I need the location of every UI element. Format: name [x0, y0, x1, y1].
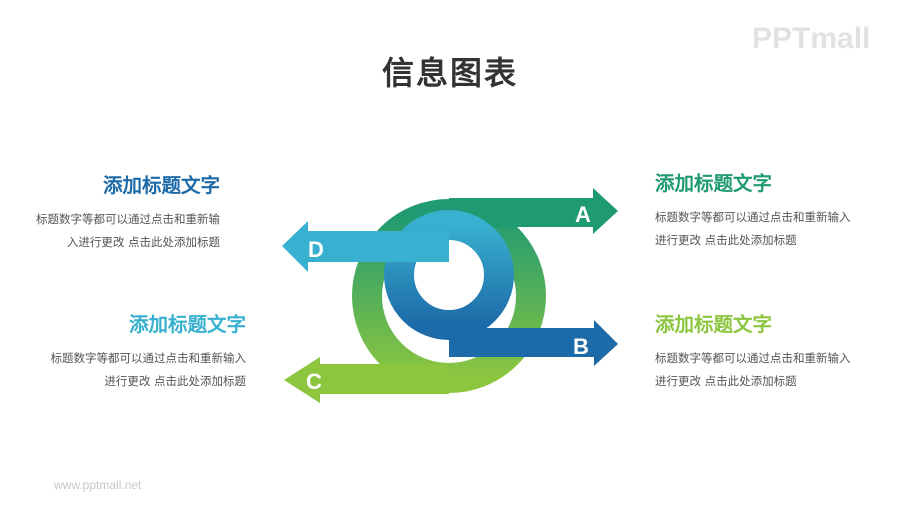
arrow-a-letter: A: [575, 202, 591, 227]
text-block-a: 添加标题文字 标题数字等都可以通过点击和重新输入 进行更改 点击此处添加标题: [655, 172, 885, 252]
heading-c: 添加标题文字: [128, 313, 246, 336]
text-block-b: 添加标题文字 标题数字等都可以通过点击和重新输入 进行更改 点击此处添加标题: [655, 313, 885, 393]
heading-a: 添加标题文字: [655, 172, 773, 195]
description-d-line2: 入进行更改 点击此处添加标题: [66, 235, 220, 249]
description-a-line2: 进行更改 点击此处添加标题: [655, 233, 797, 247]
page-title: 信息图表: [381, 54, 518, 92]
text-block-d: 添加标题文字 标题数字等都可以通过点击和重新输 入进行更改 点击此处添加标题: [0, 174, 220, 254]
arrow-c-shape: [284, 357, 449, 403]
description-d: 标题数字等都可以通过点击和重新输 入进行更改 点击此处添加标题: [0, 208, 220, 254]
description-a-line1: 标题数字等都可以通过点击和重新输入: [655, 210, 851, 224]
description-c-line1: 标题数字等都可以通过点击和重新输入: [50, 351, 247, 365]
arrow-d-shape: [282, 221, 449, 272]
description-b: 标题数字等都可以通过点击和重新输入 进行更改 点击此处添加标题: [655, 347, 885, 393]
description-d-line1: 标题数字等都可以通过点击和重新输: [36, 212, 220, 226]
arrow-d-letter: D: [308, 237, 324, 262]
arrow-b-letter: B: [573, 334, 589, 359]
heading-b: 添加标题文字: [655, 313, 773, 336]
heading-d: 添加标题文字: [102, 174, 220, 197]
description-c-line2: 进行更改 点击此处添加标题: [104, 374, 246, 388]
description-b-line1: 标题数字等都可以通过点击和重新输入: [655, 351, 851, 365]
arrow-b-shape: [449, 320, 618, 366]
pptmall-watermark-logo: PPTmall: [752, 22, 871, 55]
footer-url: www.pptmall.net: [54, 478, 142, 492]
inner-ring: [384, 210, 514, 340]
description-a: 标题数字等都可以通过点击和重新输入 进行更改 点击此处添加标题: [655, 206, 885, 252]
description-c: 标题数字等都可以通过点击和重新输入 进行更改 点击此处添加标题: [16, 347, 247, 393]
text-block-c: 添加标题文字 标题数字等都可以通过点击和重新输入 进行更改 点击此处添加标题: [16, 313, 247, 393]
description-b-line2: 进行更改 点击此处添加标题: [655, 374, 797, 388]
arrow-c-letter: C: [306, 369, 322, 394]
arrow-a-shape: [449, 188, 618, 234]
